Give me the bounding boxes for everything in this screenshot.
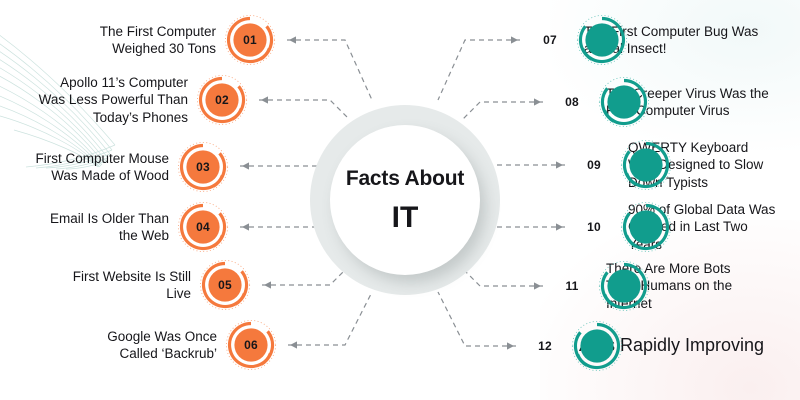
fact-badge-05[interactable]: 05 [199, 259, 251, 311]
hub-inner-disc: Facts About IT [330, 125, 480, 275]
fact-number-03: 03 [196, 160, 210, 174]
connector-arrowhead-icon [264, 281, 271, 289]
fact-node-04[interactable]: Email Is Older Than the Web 04 [0, 201, 229, 253]
connector-arrowhead-icon [556, 223, 563, 231]
fact-node-08[interactable]: 08 The Creeper Virus Was the First Compu… [546, 76, 800, 128]
fact-badge-09[interactable]: 09 [568, 139, 672, 191]
fact-node-06[interactable]: Google Was Once Called ‘Backrub’ 06 [47, 319, 277, 371]
fact-node-03[interactable]: First Computer Mouse Was Made of Wood 03 [0, 141, 229, 193]
connector-line [287, 39, 373, 101]
fact-label-06: Google Was Once Called ‘Backrub’ [107, 328, 217, 361]
connector-arrowhead-icon [507, 342, 514, 350]
fact-number-11: 11 [565, 279, 579, 293]
fact-number-07: 07 [543, 33, 557, 47]
connector-arrowhead-icon [242, 223, 249, 231]
fact-number-08: 08 [565, 95, 579, 109]
hub-title-line-1: Facts About [345, 166, 465, 190]
fact-number-04: 04 [196, 220, 210, 234]
fact-number-06: 06 [244, 338, 258, 352]
fact-node-07[interactable]: 07 The First Computer Bug Was a Real Ins… [524, 14, 800, 66]
center-hub: Facts About IT [310, 105, 500, 295]
connector-arrowhead-icon [261, 96, 268, 104]
fact-number-02: 02 [215, 93, 229, 107]
fact-number-10: 10 [587, 220, 601, 234]
fact-number-09: 09 [587, 158, 601, 172]
fact-label-05: First Website Is Still Live [72, 268, 191, 301]
connector-arrowhead-icon [511, 36, 518, 44]
fact-label-01: The First Computer Weighed 30 Tons [99, 23, 216, 56]
fact-label-02: Apollo 11’s Computer Was Less Powerful T… [38, 75, 188, 125]
fact-number-12: 12 [538, 339, 552, 353]
fact-label-04: Email Is Older Than the Web [49, 210, 169, 243]
connector-arrowhead-icon [242, 162, 249, 170]
fact-node-10[interactable]: 10 90% of Global Data Was Created in Las… [568, 201, 800, 253]
fact-node-11[interactable]: 11 There Are More Bots Than Humans on th… [546, 260, 786, 312]
connector-arrowhead-icon [534, 282, 541, 290]
fact-number-05: 05 [218, 278, 232, 292]
fact-badge-02[interactable]: 02 [196, 74, 248, 126]
fact-number-01: 01 [243, 33, 257, 47]
fact-badge-01[interactable]: 01 [224, 14, 276, 66]
fact-node-02[interactable]: Apollo 11’s Computer Was Less Powerful T… [0, 74, 248, 126]
fact-node-01[interactable]: The First Computer Weighed 30 Tons 01 [16, 14, 276, 66]
fact-node-05[interactable]: First Website Is Still Live 05 [16, 259, 251, 311]
fact-badge-11[interactable]: 11 [546, 260, 650, 312]
connector-line [288, 291, 373, 346]
fact-label-03: First Computer Mouse Was Made of Wood [35, 150, 169, 183]
hub-title-line-2: IT [391, 200, 419, 234]
connector-arrowhead-icon [289, 36, 296, 44]
connector-arrowhead-icon [534, 98, 541, 106]
fact-badge-08[interactable]: 08 [546, 76, 650, 128]
fact-badge-04[interactable]: 04 [177, 201, 229, 253]
connector-line [437, 39, 520, 101]
fact-badge-10[interactable]: 10 [568, 201, 672, 253]
connector-arrowhead-icon [290, 341, 297, 349]
connector-line [437, 291, 516, 347]
fact-badge-03[interactable]: 03 [177, 141, 229, 193]
fact-badge-12[interactable]: 12 [519, 320, 623, 372]
connector-arrowhead-icon [556, 161, 563, 169]
fact-badge-06[interactable]: 06 [225, 319, 277, 371]
fact-node-12[interactable]: 12 AI Is Rapidly Improving [519, 320, 794, 372]
fact-badge-07[interactable]: 07 [524, 14, 628, 66]
fact-node-09[interactable]: 09 QWERTY Keyboard Was Designed to Slow … [568, 139, 800, 191]
